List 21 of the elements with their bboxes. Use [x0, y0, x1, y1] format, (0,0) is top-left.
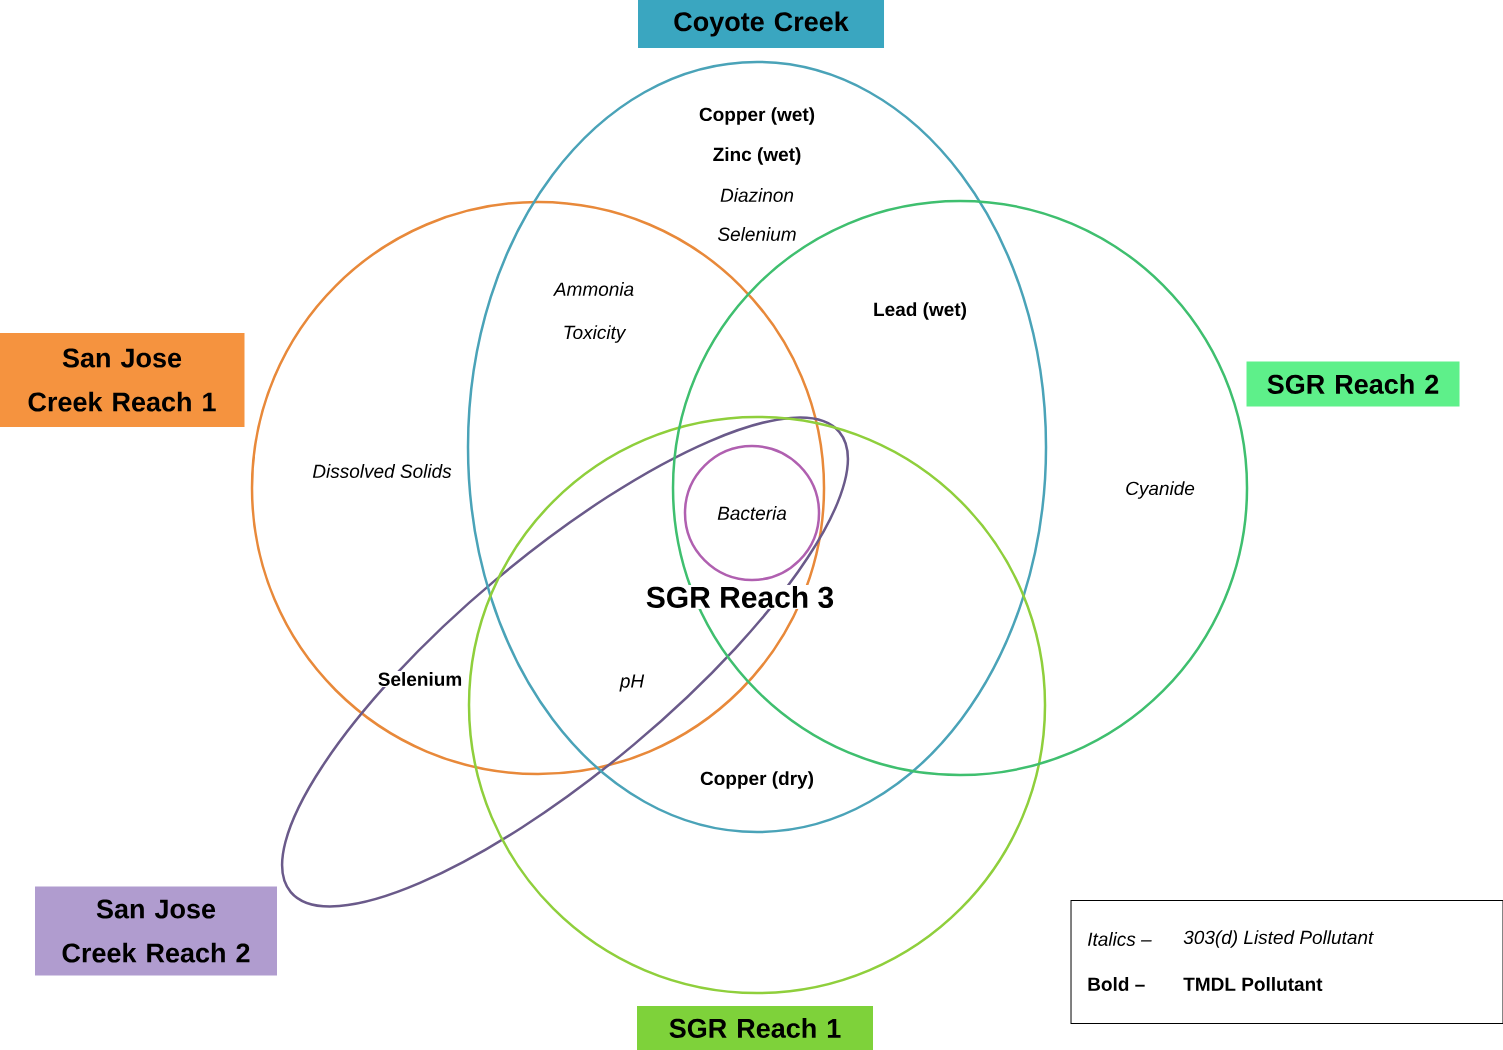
venn-ellipse — [466, 60, 1048, 834]
legend-box: Italics – 303(d) Listed Pollutant Bold – TMDL Pollutant — [1070, 900, 1503, 1024]
region-label: SGR Reach 3 — [644, 584, 836, 610]
pollutant-label: Selenium — [716, 226, 798, 242]
pollutant-label: Ammonia — [552, 281, 636, 297]
title-box: San Jose Creek Reach 1 — [0, 333, 245, 427]
pollutant-label: Toxicity — [561, 324, 627, 344]
pollutant-label: Selenium — [376, 671, 464, 687]
pollutant-label: pH — [618, 673, 646, 693]
pollutant-label: Dissolved Solids — [311, 463, 453, 479]
pollutant-label: Diazinon — [719, 187, 795, 203]
pollutant-label: Zinc (wet) — [711, 146, 803, 166]
pollutant-label: Lead (wet) — [872, 301, 968, 321]
pollutant-label: Copper (dry) — [699, 770, 815, 790]
title-box: San Jose Creek Reach 2 — [35, 886, 277, 976]
title-box: SGR Reach 1 — [637, 1006, 873, 1050]
venn-circle — [467, 415, 1047, 995]
title-box: Coyote Creek — [638, 0, 884, 48]
pollutant-label: Cyanide — [1124, 480, 1196, 500]
title-box: SGR Reach 2 — [1246, 361, 1460, 407]
pollutant-label: Copper (wet) — [697, 106, 817, 126]
